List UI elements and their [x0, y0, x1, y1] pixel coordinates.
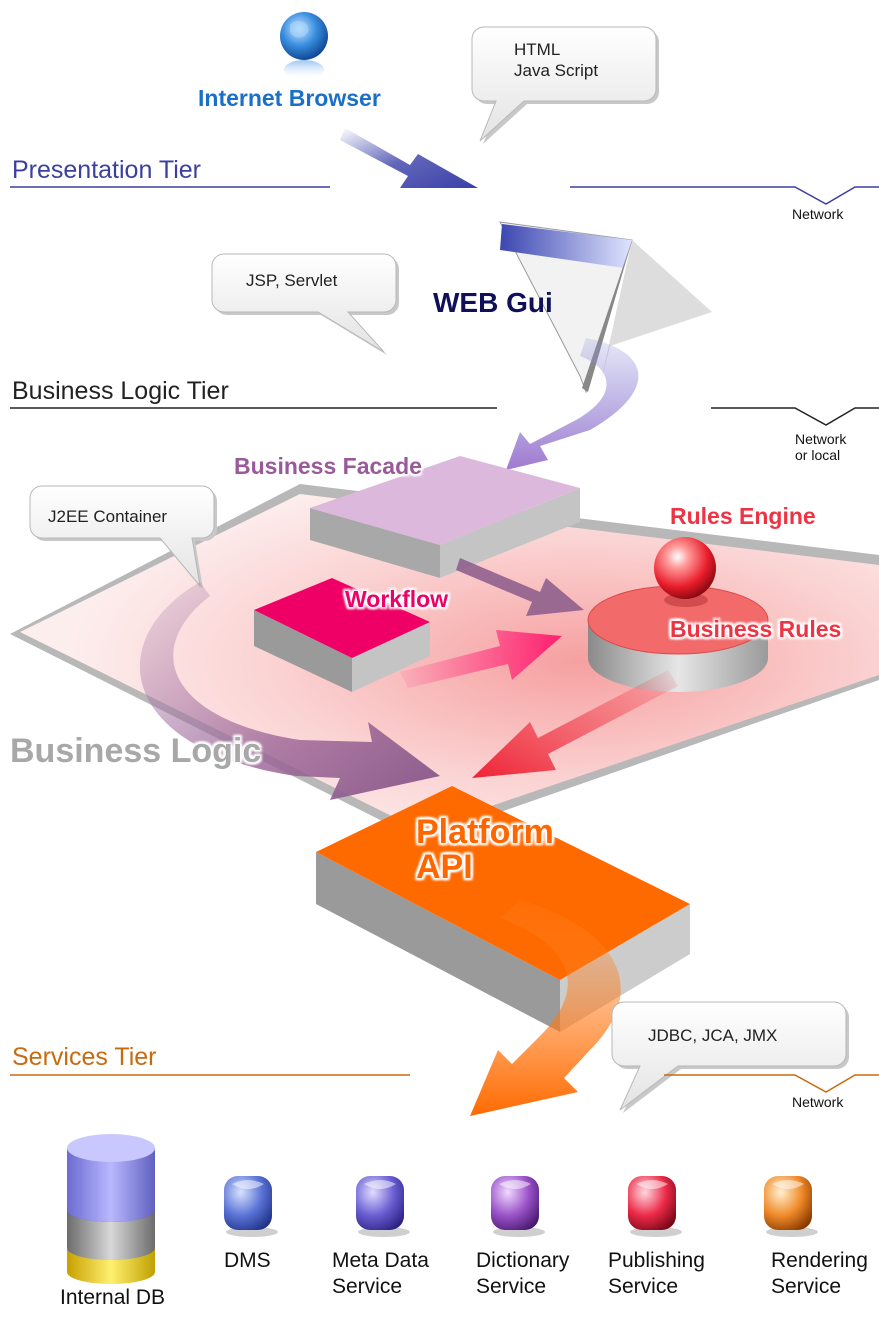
service-dictionary-label-1: Dictionary — [476, 1249, 570, 1272]
business-facade-box — [310, 456, 580, 578]
network-divider-2 — [711, 407, 879, 426]
rules-to-platform-arrow — [472, 670, 678, 778]
workflow-box — [254, 578, 430, 692]
globe-icon — [280, 12, 328, 80]
service-rendering-label-1: Rendering — [771, 1249, 868, 1272]
browser-arrow — [340, 128, 478, 188]
violet-cube-icon — [356, 1176, 410, 1237]
facade-to-rules-arrow — [456, 558, 584, 616]
rules-engine-ball-icon — [654, 537, 716, 607]
workflow-label: Workflow — [345, 586, 449, 612]
speech-bubble-html-js — [471, 26, 659, 144]
speech-bubble-j2ee — [29, 485, 217, 589]
platform-api-label-1: Platform — [416, 813, 554, 851]
services-tier-label: Services Tier — [12, 1043, 157, 1071]
business-tier-label: Business Logic Tier — [12, 377, 229, 405]
network-label-3: Network — [792, 1094, 844, 1110]
service-publishing-label-1: Publishing — [608, 1249, 705, 1272]
red-cube-icon — [628, 1176, 682, 1237]
service-meta-data-label-2: Service — [332, 1275, 403, 1298]
bubble-j2ee-label: J2EE Container — [48, 507, 168, 526]
service-dictionary-label-2: Service — [476, 1275, 547, 1298]
service-internal-db-label: Internal DB — [60, 1286, 166, 1309]
presentation-tier-label: Presentation Tier — [12, 156, 201, 184]
business-facade-label: Business Facade — [234, 453, 422, 479]
business-logic-label: Business Logic — [10, 732, 262, 770]
blue-cube-icon — [224, 1176, 278, 1237]
service-rendering-label-2: Service — [771, 1275, 842, 1298]
orange-cube-icon — [764, 1176, 818, 1237]
platform-api-label-2: API — [416, 848, 473, 886]
rules-engine-disc — [587, 585, 769, 692]
monitor-icon — [499, 221, 712, 394]
purple-cube-icon — [491, 1176, 545, 1237]
rules-engine-label: Rules Engine — [670, 503, 816, 529]
web-gui-label: WEB Gui — [433, 287, 553, 318]
web-gui-arrow — [506, 338, 639, 470]
internet-browser-label: Internet Browser — [198, 85, 381, 111]
service-meta-data-label-1: Meta Data — [332, 1249, 429, 1272]
business-logic-loop-arrow — [139, 582, 440, 800]
business-rules-label: Business Rules — [670, 616, 842, 642]
speech-bubble-jdbc — [611, 1001, 849, 1113]
network-divider-1 — [570, 186, 879, 205]
speech-bubble-jsp-servlet — [211, 253, 399, 355]
network-divider-3 — [664, 1074, 879, 1093]
service-dms-label: DMS — [224, 1249, 271, 1272]
bubble-jdbc-label: JDBC, JCA, JMX — [648, 1026, 778, 1045]
workflow-to-rules-arrow — [400, 630, 562, 688]
service-publishing-label-2: Service — [608, 1275, 679, 1298]
bubble-jsp-servlet-label: JSP, Servlet — [246, 271, 338, 290]
network-label-1: Network — [792, 206, 844, 222]
bubble-html-label: HTML — [514, 40, 561, 59]
network-label-2b: or local — [795, 447, 841, 463]
bubble-javascript-label: Java Script — [514, 61, 599, 80]
database-cylinder-icon — [67, 1134, 155, 1284]
network-label-2a: Network — [795, 431, 847, 447]
platform-to-services-arrow — [470, 900, 621, 1116]
